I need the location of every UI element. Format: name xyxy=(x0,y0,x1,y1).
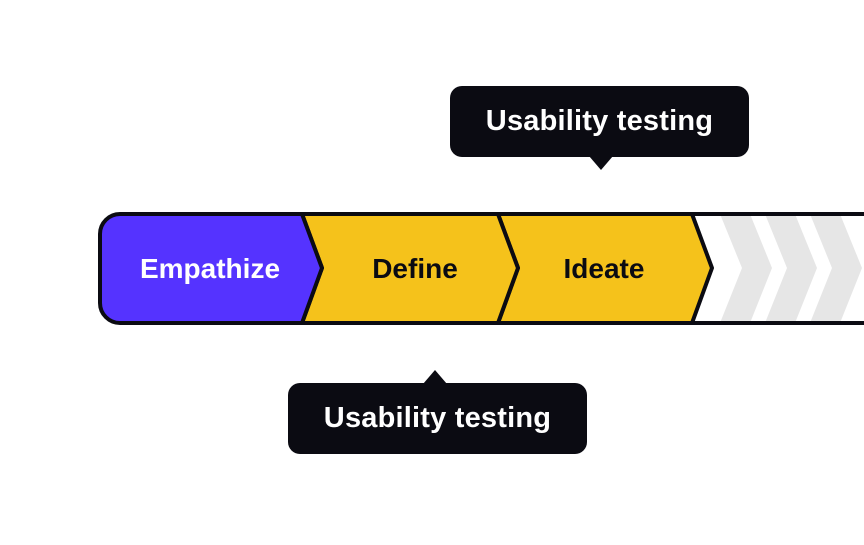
tooltip-bottom-text: Usability testing xyxy=(323,402,552,434)
placeholder-chevron xyxy=(765,214,817,323)
process-track-outline xyxy=(98,212,864,325)
tooltip-usability-testing-bottom: Usability testing xyxy=(288,383,587,454)
placeholder-chevron xyxy=(810,214,862,323)
stage-label-define: Define xyxy=(372,253,458,284)
tooltip-usability-testing-top: Usability testing xyxy=(450,86,749,157)
stage-label-ideate: Ideate xyxy=(564,253,645,284)
placeholder-chevron xyxy=(720,214,772,323)
tooltip-top-text: Usability testing xyxy=(485,105,714,137)
tooltip-bottom-pointer xyxy=(423,370,447,384)
stage-label-empathize: Empathize xyxy=(140,253,280,284)
stage-empathize[interactable] xyxy=(90,214,324,323)
tooltip-top-pointer xyxy=(589,156,613,170)
